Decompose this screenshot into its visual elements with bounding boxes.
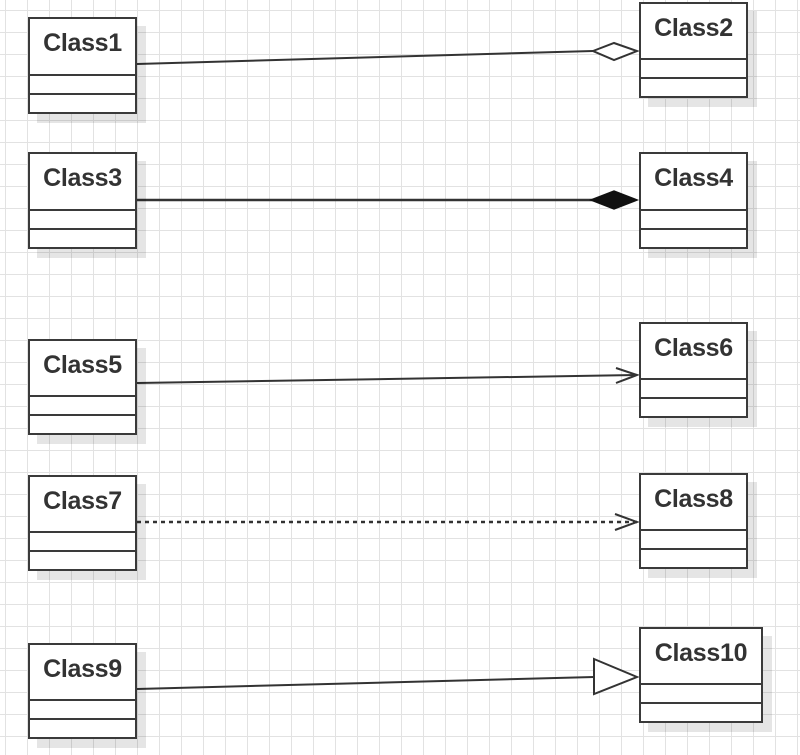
class-name: Class9	[30, 645, 135, 701]
class-name: Class2	[641, 4, 746, 60]
class-box[interactable]: Class5	[28, 339, 137, 435]
class-operations[interactable]	[641, 399, 746, 416]
class-name: Class3	[30, 154, 135, 211]
class-box[interactable]: Class3	[28, 152, 137, 249]
class-name: Class4	[641, 154, 746, 211]
class-operations[interactable]	[641, 230, 746, 247]
class-name: Class10	[641, 629, 761, 685]
class-attributes[interactable]	[641, 685, 761, 704]
class-box[interactable]: Class7	[28, 475, 137, 571]
open-arrowhead-icon	[615, 367, 640, 384]
class-attributes[interactable]	[30, 701, 135, 720]
association-line[interactable]	[136, 374, 638, 384]
class-box[interactable]: Class8	[639, 473, 748, 569]
class-box[interactable]: Class10	[639, 627, 763, 723]
class-operations[interactable]	[641, 704, 761, 721]
composition-diamond-icon	[588, 190, 640, 210]
class-operations[interactable]	[30, 552, 135, 569]
class-name: Class6	[641, 324, 746, 380]
class-name: Class1	[30, 19, 135, 76]
class-box[interactable]: Class4	[639, 152, 748, 249]
class-operations[interactable]	[30, 720, 135, 737]
class-name: Class5	[30, 341, 135, 397]
class-name: Class8	[641, 475, 746, 531]
class-operations[interactable]	[30, 95, 135, 112]
class-attributes[interactable]	[641, 60, 746, 79]
class-attributes[interactable]	[641, 211, 746, 230]
generalization-line[interactable]	[136, 676, 595, 690]
class-box[interactable]: Class6	[639, 322, 748, 418]
class-operations[interactable]	[30, 230, 135, 247]
class-attributes[interactable]	[30, 533, 135, 552]
class-operations[interactable]	[641, 79, 746, 96]
aggregation-diamond-icon	[590, 41, 640, 62]
class-attributes[interactable]	[30, 76, 135, 95]
aggregation-line[interactable]	[136, 50, 594, 65]
class-box[interactable]: Class2	[639, 2, 748, 98]
class-attributes[interactable]	[30, 397, 135, 416]
class-operations[interactable]	[30, 416, 135, 433]
class-box[interactable]: Class9	[28, 643, 137, 739]
class-attributes[interactable]	[641, 531, 746, 550]
class-box[interactable]: Class1	[28, 17, 137, 114]
hollow-triangle-icon	[593, 657, 640, 696]
class-name: Class7	[30, 477, 135, 533]
class-attributes[interactable]	[641, 380, 746, 399]
class-attributes[interactable]	[30, 211, 135, 230]
class-operations[interactable]	[641, 550, 746, 567]
open-arrowhead-icon	[614, 513, 640, 531]
